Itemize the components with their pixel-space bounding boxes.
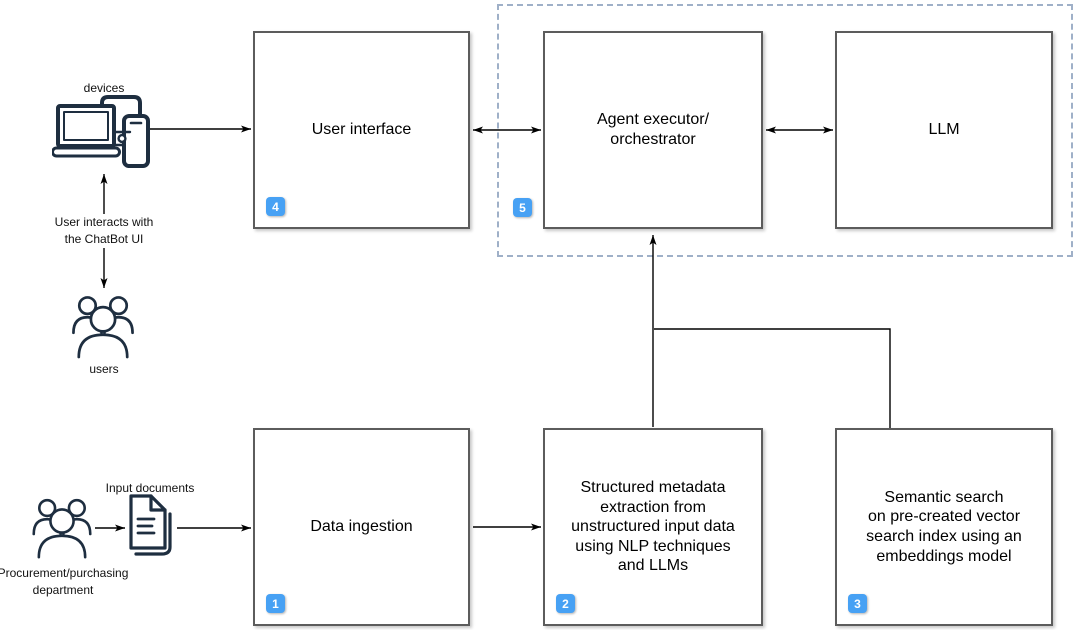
node-user-interface: User interface 4	[253, 31, 470, 229]
badge-1: 1	[266, 594, 285, 613]
devices-label: devices	[83, 81, 125, 95]
node-metadata-extraction-label: Structured metadata extraction from unst…	[571, 479, 735, 575]
node-data-ingestion: Data ingestion 1	[253, 428, 470, 626]
laptop-phone-icon	[51, 92, 152, 175]
node-data-ingestion-label: Data ingestion	[310, 518, 413, 536]
procurement-label: Procurement/purchasing department	[0, 566, 129, 597]
documents-icon	[127, 494, 175, 563]
node-llm: LLM	[835, 31, 1053, 229]
users-label: users	[89, 362, 119, 376]
input-documents-label: Input documents	[105, 481, 195, 495]
badge-5: 5	[513, 198, 532, 217]
badge-4: 4	[266, 197, 285, 216]
badge-2: 2	[556, 594, 575, 613]
node-semantic-search: Semantic search on pre-created vector se…	[835, 428, 1053, 626]
user-group-icon-users	[72, 293, 134, 364]
edge-semantic-search-junction	[654, 328, 891, 428]
node-semantic-search-label: Semantic search on pre-created vector se…	[866, 488, 1022, 565]
user-group-icon-procurement	[32, 496, 92, 564]
node-metadata-extraction: Structured metadata extraction from unst…	[543, 428, 763, 626]
node-agent-executor: Agent executor/ orchestrator	[543, 31, 763, 229]
node-agent-executor-label: Agent executor/ orchestrator	[596, 111, 710, 148]
node-user-interface-label: User interface	[311, 121, 412, 139]
user-interaction-label: User interacts with the ChatBot UI	[51, 214, 157, 248]
badge-3: 3	[848, 594, 867, 613]
node-llm-label: LLM	[928, 121, 960, 139]
